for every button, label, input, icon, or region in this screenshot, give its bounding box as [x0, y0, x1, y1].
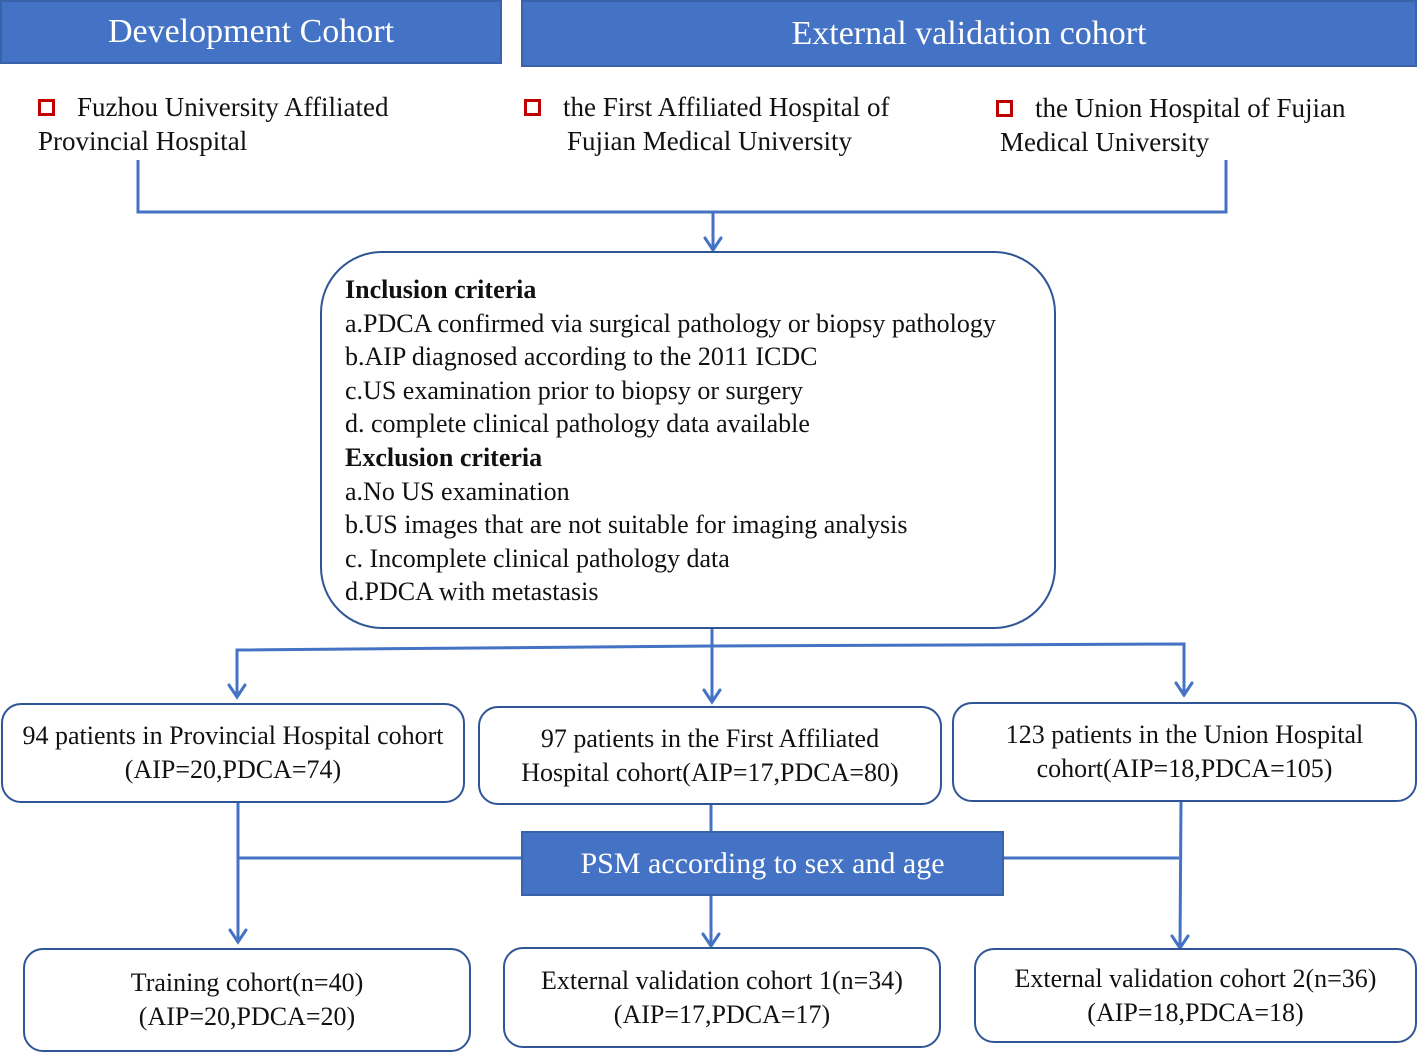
final-box-external-2: External validation cohort 2(n=36) (AIP=…	[974, 948, 1417, 1043]
exclusion-item: a.No US examination	[345, 476, 570, 506]
checkbox-icon	[38, 99, 55, 116]
arrow-down-icon	[702, 688, 722, 705]
external-validation-header: External validation cohort	[521, 0, 1417, 67]
psm-box: PSM according to sex and age	[521, 831, 1004, 896]
hospital-provincial: Fuzhou University Affiliated Provincial …	[38, 90, 488, 158]
cohort-box-first-affiliated: 97 patients in the First Affiliated Hosp…	[478, 706, 942, 805]
final-box-training: Training cohort(n=40) (AIP=20,PDCA=20)	[23, 948, 471, 1052]
hospital-first-affiliated-line1: the First Affiliated Hospital of	[563, 92, 890, 122]
final-box-training-line2: (AIP=20,PDCA=20)	[138, 1002, 356, 1031]
exclusion-item: d.PDCA with metastasis	[345, 577, 599, 607]
development-cohort-header: Development Cohort	[0, 0, 502, 64]
exclusion-item: b.US images that are not suitable for im…	[345, 510, 908, 540]
cohort-box-first-affiliated-line2: Hospital cohort(AIP=17,PDCA=80)	[521, 757, 899, 787]
checkbox-icon	[524, 99, 541, 116]
final-box-external-1-line2: (AIP=17,PDCA=17)	[613, 999, 831, 1029]
arrow-down-icon	[703, 236, 723, 253]
cohort-box-provincial-line1: 94 patients in Provincial Hospital cohor…	[22, 721, 444, 750]
arrow-down-icon	[228, 928, 248, 945]
hospital-union-line2: Medical University	[1000, 127, 1210, 157]
criteria-box: Inclusion criteria a.PDCA confirmed via …	[320, 251, 1056, 629]
final-box-external-1: External validation cohort 1(n=34) (AIP=…	[503, 947, 941, 1048]
cohort-box-union-line2: cohort(AIP=18,PDCA=105)	[1036, 754, 1333, 783]
final-box-training-line1: Training cohort(n=40)	[130, 968, 364, 997]
final-box-external-1-line1: External validation cohort 1(n=34)	[541, 965, 903, 995]
cohort-box-provincial: 94 patients in Provincial Hospital cohor…	[1, 703, 465, 803]
hospital-provincial-line1: Fuzhou University Affiliated	[77, 92, 389, 122]
hospital-first-affiliated-line2: Fujian Medical University	[567, 126, 852, 156]
cohort-box-provincial-line2: (AIP=20,PDCA=74)	[124, 755, 342, 784]
split-line	[235, 642, 1186, 697]
arrow-down-icon	[1174, 681, 1194, 698]
exclusion-item: c. Incomplete clinical pathology data	[345, 543, 730, 573]
merge-line-top	[136, 160, 1228, 214]
cohort-box-union-line1: 123 patients in the Union Hospital	[1005, 720, 1364, 749]
arrow-down-icon	[227, 683, 247, 700]
hospital-union: the Union Hospital of Fujian Medical Uni…	[996, 91, 1416, 159]
inclusion-item: b.AIP diagnosed according to the 2011 IC…	[345, 342, 818, 372]
exclusion-criteria-title: Exclusion criteria	[345, 442, 543, 472]
development-cohort-label: Development Cohort	[107, 13, 395, 50]
cohort-box-union: 123 patients in the Union Hospital cohor…	[952, 702, 1417, 802]
arrow-down-icon	[701, 932, 721, 949]
inclusion-item: d. complete clinical pathology data avai…	[345, 409, 810, 439]
checkbox-icon	[996, 100, 1013, 117]
final-box-external-2-line1: External validation cohort 2(n=36)	[1014, 963, 1377, 993]
final-box-external-2-line2: (AIP=18,PDCA=18)	[1087, 997, 1304, 1027]
hospital-union-line1: the Union Hospital of Fujian	[1035, 93, 1346, 123]
external-validation-label: External validation cohort	[791, 14, 1147, 52]
cohort-box-first-affiliated-line1: 97 patients in the First Affiliated	[540, 723, 880, 753]
inclusion-item: a.PDCA confirmed via surgical pathology …	[345, 308, 996, 338]
hospital-provincial-line2: Provincial Hospital	[38, 126, 248, 156]
inclusion-item: c.US examination prior to biopsy or surg…	[345, 375, 804, 405]
connector-cohort3-down	[1178, 800, 1183, 949]
inclusion-criteria-title: Inclusion criteria	[345, 275, 537, 304]
hospital-first-affiliated: the First Affiliated Hospital of Fujian …	[524, 90, 974, 158]
psm-label: PSM according to sex and age	[580, 846, 945, 880]
